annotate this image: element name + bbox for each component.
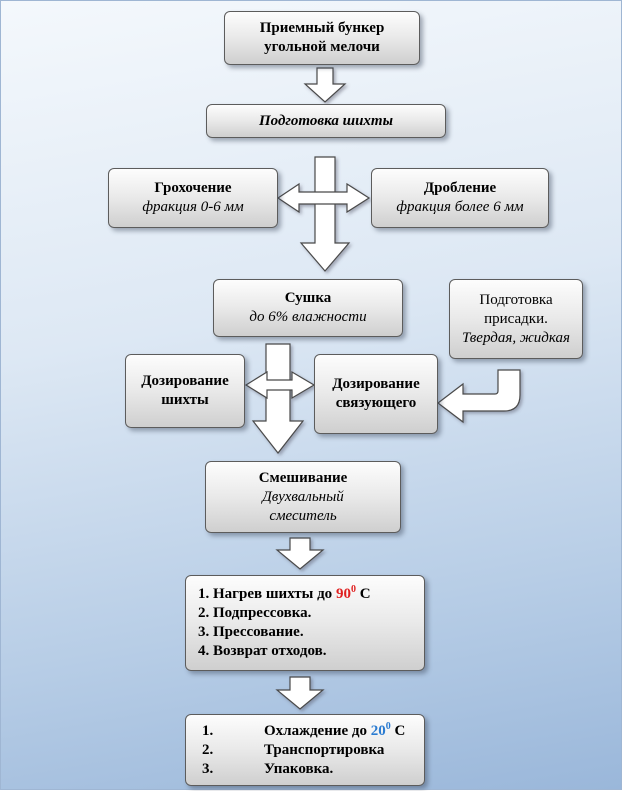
box-prep: Подготовка шихты xyxy=(206,104,446,138)
additive-line2: присадки. xyxy=(484,310,548,327)
crushing-title: Дробление xyxy=(423,180,497,196)
press-step1: 1. Нагрев шихты до 900 С xyxy=(198,585,371,604)
arrow-down-5 xyxy=(275,676,325,710)
bunker-line1: Приемный бункер xyxy=(259,20,385,36)
press-step3: 3. Прессование. xyxy=(198,624,304,640)
bunker-line2: угольной мелочи xyxy=(264,39,380,55)
final-step2-text: Транспортировка xyxy=(264,741,385,758)
additive-line1: Подготовка xyxy=(479,291,553,308)
final-temp-degree: 0 xyxy=(385,720,391,732)
dose-charge-line2: шихты xyxy=(161,392,209,408)
press-temp-degree: 0 xyxy=(350,584,356,595)
final-step3-text: Упаковка. xyxy=(264,760,334,777)
arrow-down-2 xyxy=(299,156,351,272)
box-dose-charge: Дозирование шихты xyxy=(125,354,245,428)
arrow-down-1 xyxy=(303,67,347,103)
box-drying: Сушка до 6% влажности xyxy=(213,279,403,337)
drying-title: Сушка xyxy=(284,290,332,306)
final-temp-value: 20 xyxy=(370,722,386,739)
final-num1: 1. xyxy=(202,722,214,739)
final-temp-unit: С xyxy=(390,722,406,739)
box-screening: Грохочение фракция 0-6 мм xyxy=(108,168,278,228)
press-step1-text: 1. Нагрев шихты до xyxy=(198,586,336,602)
final-num3: 3. xyxy=(202,760,214,777)
dose-charge-line1: Дозирование xyxy=(141,373,229,389)
additive-note: Твердая, жидкая xyxy=(462,329,570,346)
mixing-note1: Двухвальный xyxy=(262,488,344,505)
press-step4: 4. Возврат отходов. xyxy=(198,643,327,659)
mixing-note2: смеситель xyxy=(269,507,337,524)
arrow-down-3 xyxy=(251,343,305,454)
press-temp-unit: С xyxy=(355,586,371,602)
dose-binder-line2: связующего xyxy=(335,395,417,411)
final-step2: 2. Транспортировка xyxy=(202,741,424,760)
crushing-note: фракция более 6 мм xyxy=(396,199,524,215)
final-num2: 2. xyxy=(202,741,214,758)
box-additive: Подготовка присадки. Твердая, жидкая xyxy=(449,279,583,359)
final-step1: 1. Охлаждение до 200 С xyxy=(202,720,424,741)
box-final: 1. Охлаждение до 200 С 2. Транспортировк… xyxy=(185,714,425,786)
final-step1-text: Охлаждение до xyxy=(264,722,371,739)
box-crushing: Дробление фракция более 6 мм xyxy=(371,168,549,228)
box-mixing: Смешивание Двухвальный смеситель xyxy=(205,461,401,533)
dose-binder-line1: Дозирование xyxy=(332,376,420,392)
arrow-down-4 xyxy=(275,537,325,570)
arrow-double-1 xyxy=(276,182,371,214)
box-press: 1. Нагрев шихты до 900 С 2. Подпрессовка… xyxy=(185,575,425,671)
mixing-title: Смешивание xyxy=(258,469,348,486)
screening-title: Грохочение xyxy=(154,180,232,196)
arrow-curved xyxy=(437,369,521,424)
box-dose-binder: Дозирование связующего xyxy=(314,354,438,434)
drying-note: до 6% влажности xyxy=(249,309,367,325)
final-step3: 3. Упаковка. xyxy=(202,760,424,779)
press-step2: 2. Подпрессовка. xyxy=(198,605,312,621)
box-bunker: Приемный бункер угольной мелочи xyxy=(224,11,420,65)
press-temp-value: 90 xyxy=(335,586,351,602)
prep-text: Подготовка шихты xyxy=(258,112,393,129)
screening-note: фракция 0-6 мм xyxy=(142,199,244,215)
